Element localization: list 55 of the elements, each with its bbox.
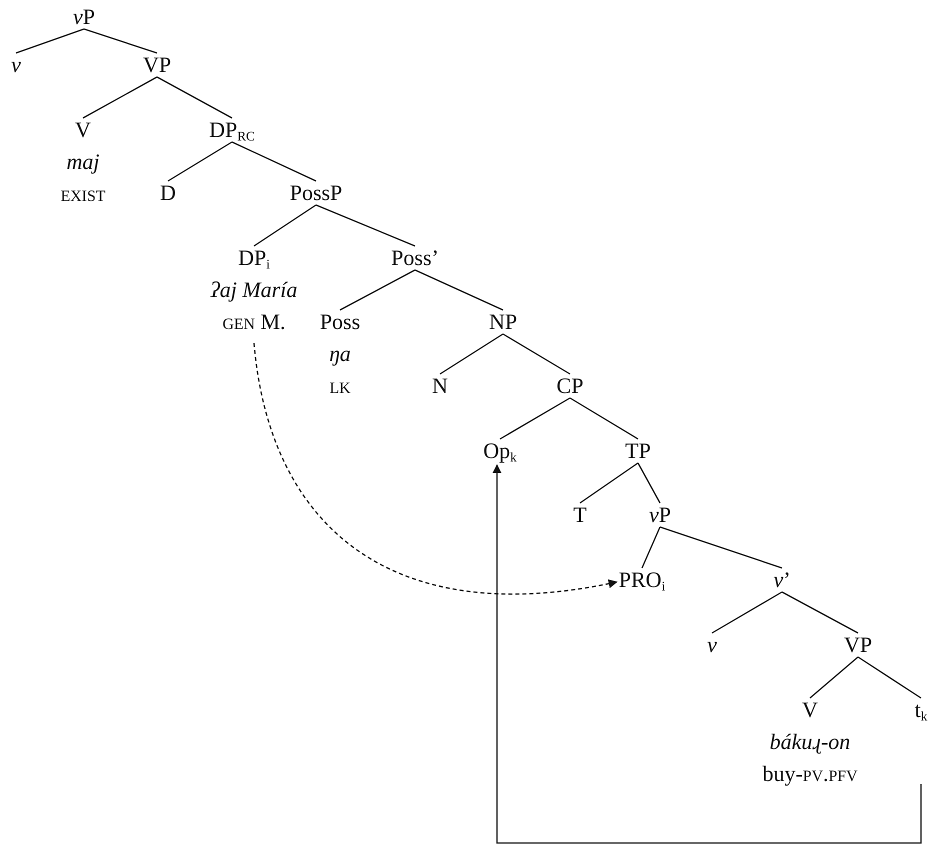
tree-branch xyxy=(782,591,858,634)
tree-label: Poss xyxy=(320,308,360,336)
tree-branch xyxy=(16,28,84,54)
gloss: LK xyxy=(328,379,352,399)
tree-label: t$_{k}$ xyxy=(914,694,928,726)
tree-branch xyxy=(660,526,782,569)
tree-branch xyxy=(641,526,661,568)
tree-branch xyxy=(580,462,638,504)
tree-label: v xyxy=(707,629,717,661)
tree-label: VP xyxy=(142,49,172,81)
tree-label: DP$_{RC}$ xyxy=(209,114,255,146)
tree-label: DP$_{i}$ xyxy=(237,244,271,274)
tree-label: N xyxy=(432,370,448,402)
tree-branch xyxy=(440,333,504,375)
tree-label: V xyxy=(74,116,92,144)
tree-label: V xyxy=(801,696,819,724)
tree-branch xyxy=(500,397,570,440)
movement-arrow xyxy=(492,464,922,844)
tree-label: PRO$_{i}$ xyxy=(618,564,666,596)
tree-branch xyxy=(232,141,316,182)
tree-branch xyxy=(254,204,316,247)
tree-branch xyxy=(712,591,782,634)
tree-branch xyxy=(414,269,504,311)
gloss: buy-PV.PFV xyxy=(762,760,858,788)
word-form: maj xyxy=(66,148,100,176)
tree-label: TP xyxy=(625,435,651,467)
tree-label: NP xyxy=(488,306,518,338)
tree-label: D xyxy=(160,177,176,209)
word-form: bákuɻ-on xyxy=(768,728,852,756)
tree-branch xyxy=(156,76,232,119)
tree-branch xyxy=(82,76,158,119)
tree-branch xyxy=(316,204,416,247)
tree-branch xyxy=(84,28,158,54)
tree-label: VP xyxy=(844,629,872,661)
gloss: EXIST xyxy=(60,187,106,207)
tree-branch xyxy=(340,269,416,311)
tree-label: CP xyxy=(556,370,584,402)
tree-branch xyxy=(570,397,638,440)
tree-label: vP xyxy=(72,1,95,33)
movement-arrow xyxy=(253,342,618,595)
tree-label: v’ xyxy=(773,564,791,596)
word-form: ʔaj María xyxy=(210,276,298,304)
tree-label: Poss’ xyxy=(391,242,439,274)
tree-branch xyxy=(858,656,922,699)
word-form: ŋa xyxy=(328,340,352,368)
gloss: GEN M. xyxy=(221,308,287,336)
tree-label: PossP xyxy=(290,177,342,209)
tree-branch xyxy=(168,141,232,182)
tree-label: Op$_{k}$ xyxy=(483,435,517,467)
tree-label: vP xyxy=(648,499,671,531)
tree-label: T xyxy=(573,499,587,531)
tree-label: v xyxy=(11,49,21,81)
tree-branch xyxy=(810,656,858,698)
tree-branch xyxy=(637,462,661,504)
tree-branch xyxy=(502,333,570,375)
